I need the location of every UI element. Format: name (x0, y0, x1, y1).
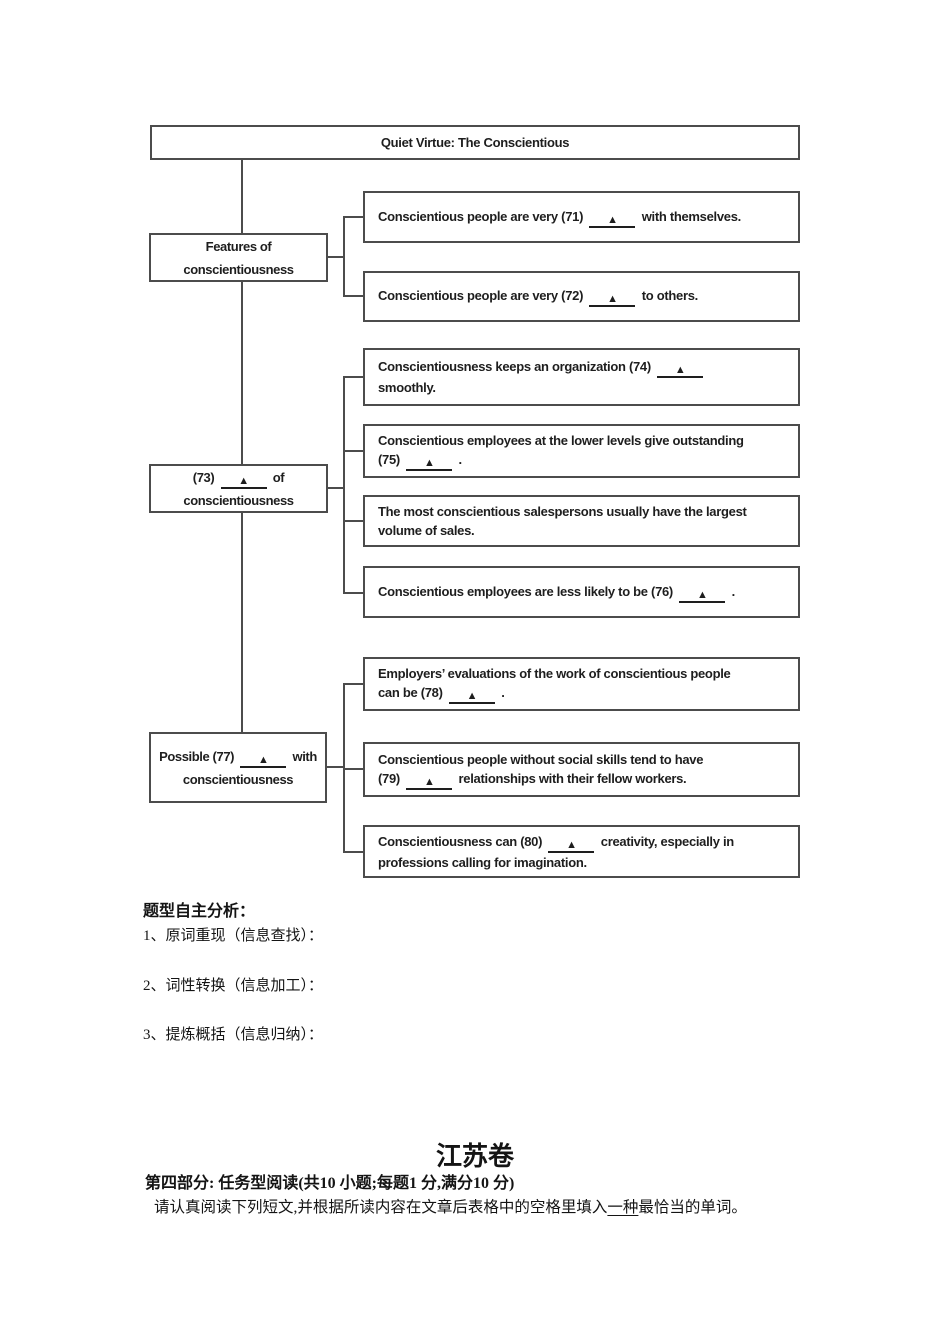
answer-blank-triangle: ▲ (406, 776, 453, 790)
connector-stub-75 (343, 450, 363, 452)
connector-stub-74 (343, 376, 363, 378)
connector-stub-72 (343, 295, 363, 297)
answer-blank-triangle: ▲ (448, 691, 495, 704)
answer-blank-triangle: ▲ (657, 365, 704, 378)
analysis-heading: 题型自主分析： (143, 903, 256, 920)
diagram-title: Quiet Virtue: The Conscientious (380, 135, 570, 150)
connector-stub-sales (343, 520, 363, 522)
answer-blank-triangle: ▲ (406, 458, 453, 471)
connector-77-horizontal (327, 766, 345, 768)
connector-bracket1-vertical (343, 216, 345, 297)
diagram-title-box: Quiet Virtue: The Conscientious (150, 125, 800, 160)
analysis-item-2: 2、词性转换（信息加工）： (143, 978, 324, 994)
connector-stub-78 (343, 683, 363, 685)
task-instruction: 请认真阅读下列短文,并根据所读内容在文章后表格中的空格里填入一种最恰当的单词。 (154, 1199, 747, 1216)
answer-blank-triangle: ▲ (679, 589, 726, 603)
analysis-item-3: 3、提炼概括（信息归纳）： (143, 1027, 324, 1043)
answer-blank-triangle: ▲ (548, 839, 595, 853)
connector-stub-71 (343, 216, 363, 218)
answer-blank-triangle: ▲ (589, 214, 636, 228)
connector-stub-79 (343, 768, 363, 770)
item-box-76: Conscientious employees are less likely … (363, 566, 800, 618)
item-box-75: Conscientious employees at the lower lev… (363, 424, 800, 478)
item-box-79: Conscientious people without social skil… (363, 742, 800, 797)
connector-stub-80 (343, 851, 363, 853)
part-four-heading: 第四部分: 任务型阅读(共10 小题;每题1 分,满分10 分) (145, 1175, 515, 1192)
analysis-item-1: 1、原词重现（信息查找）： (143, 928, 324, 944)
connector-stub-76 (343, 592, 363, 594)
answer-blank-triangle: ▲ (220, 475, 267, 489)
answer-blank-triangle: ▲ (240, 754, 287, 768)
item-box-71: Conscientious people are very (71) ▲ wit… (363, 191, 800, 243)
connector-73-horizontal (328, 487, 345, 489)
underlined-text: 一种 (607, 1199, 639, 1216)
item-box-80: Conscientiousness can (80) ▲ creativity,… (363, 825, 800, 878)
connector-bracket2-vertical (343, 376, 345, 594)
item-box-sales: The most conscientious salespersons usua… (363, 495, 800, 547)
connector-features-horizontal (328, 256, 345, 258)
answer-blank-triangle: ▲ (589, 294, 636, 307)
connector-spine-vertical (241, 158, 243, 734)
item-box-72: Conscientious people are very (72) ▲ to … (363, 271, 800, 322)
jiangsu-paper-title: 江苏卷 (435, 1142, 514, 1171)
item-box-78: Employers’ evaluations of the work of co… (363, 657, 800, 711)
item-box-74: Conscientiousness keeps an organization … (363, 348, 800, 406)
